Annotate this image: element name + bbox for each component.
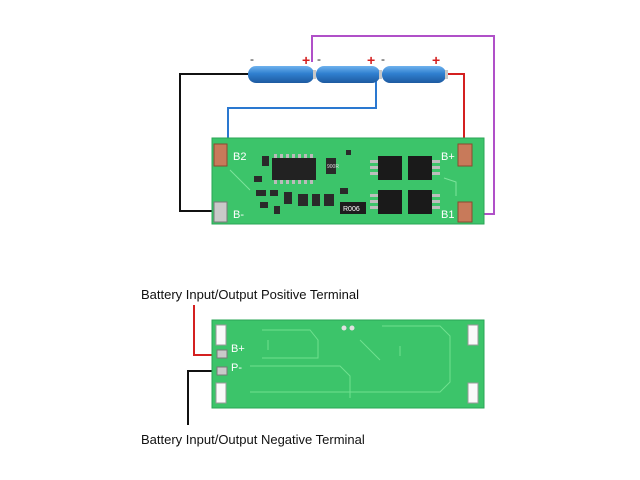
cell3-positive-sign: + <box>432 52 440 68</box>
wire-purple <box>311 35 495 215</box>
caption-positive-terminal: Battery Input/Output Positive Terminal <box>141 287 359 302</box>
chip-code: 900R <box>327 164 339 170</box>
bottom-label-pminus: P- <box>231 362 242 374</box>
top-label-b2: B2 <box>233 151 246 163</box>
cell1-positive-sign: + <box>302 52 310 68</box>
top-label-bminus: B- <box>233 209 244 221</box>
resistor-code: R006 <box>343 206 360 213</box>
cell1-negative-sign: - <box>250 52 254 66</box>
wire-black-bottom <box>187 370 214 425</box>
top-pcb-board <box>211 137 485 225</box>
wire-black-top <box>179 73 252 212</box>
cell3-negative-sign: - <box>381 52 385 66</box>
cell2-positive-sign: + <box>367 52 375 68</box>
wire-blue <box>227 74 377 150</box>
bottom-label-bplus: B+ <box>231 343 245 355</box>
battery-cell-2 <box>316 66 382 83</box>
cell2-negative-sign: - <box>317 52 321 66</box>
caption-negative-terminal: Battery Input/Output Negative Terminal <box>141 432 365 447</box>
top-label-b1: B1 <box>441 209 454 221</box>
battery-cell-3 <box>382 66 448 83</box>
battery-cell-1 <box>248 66 316 83</box>
top-label-bplus: B+ <box>441 151 455 163</box>
bottom-pcb-board <box>211 319 485 409</box>
wire-red-bottom <box>193 305 214 356</box>
